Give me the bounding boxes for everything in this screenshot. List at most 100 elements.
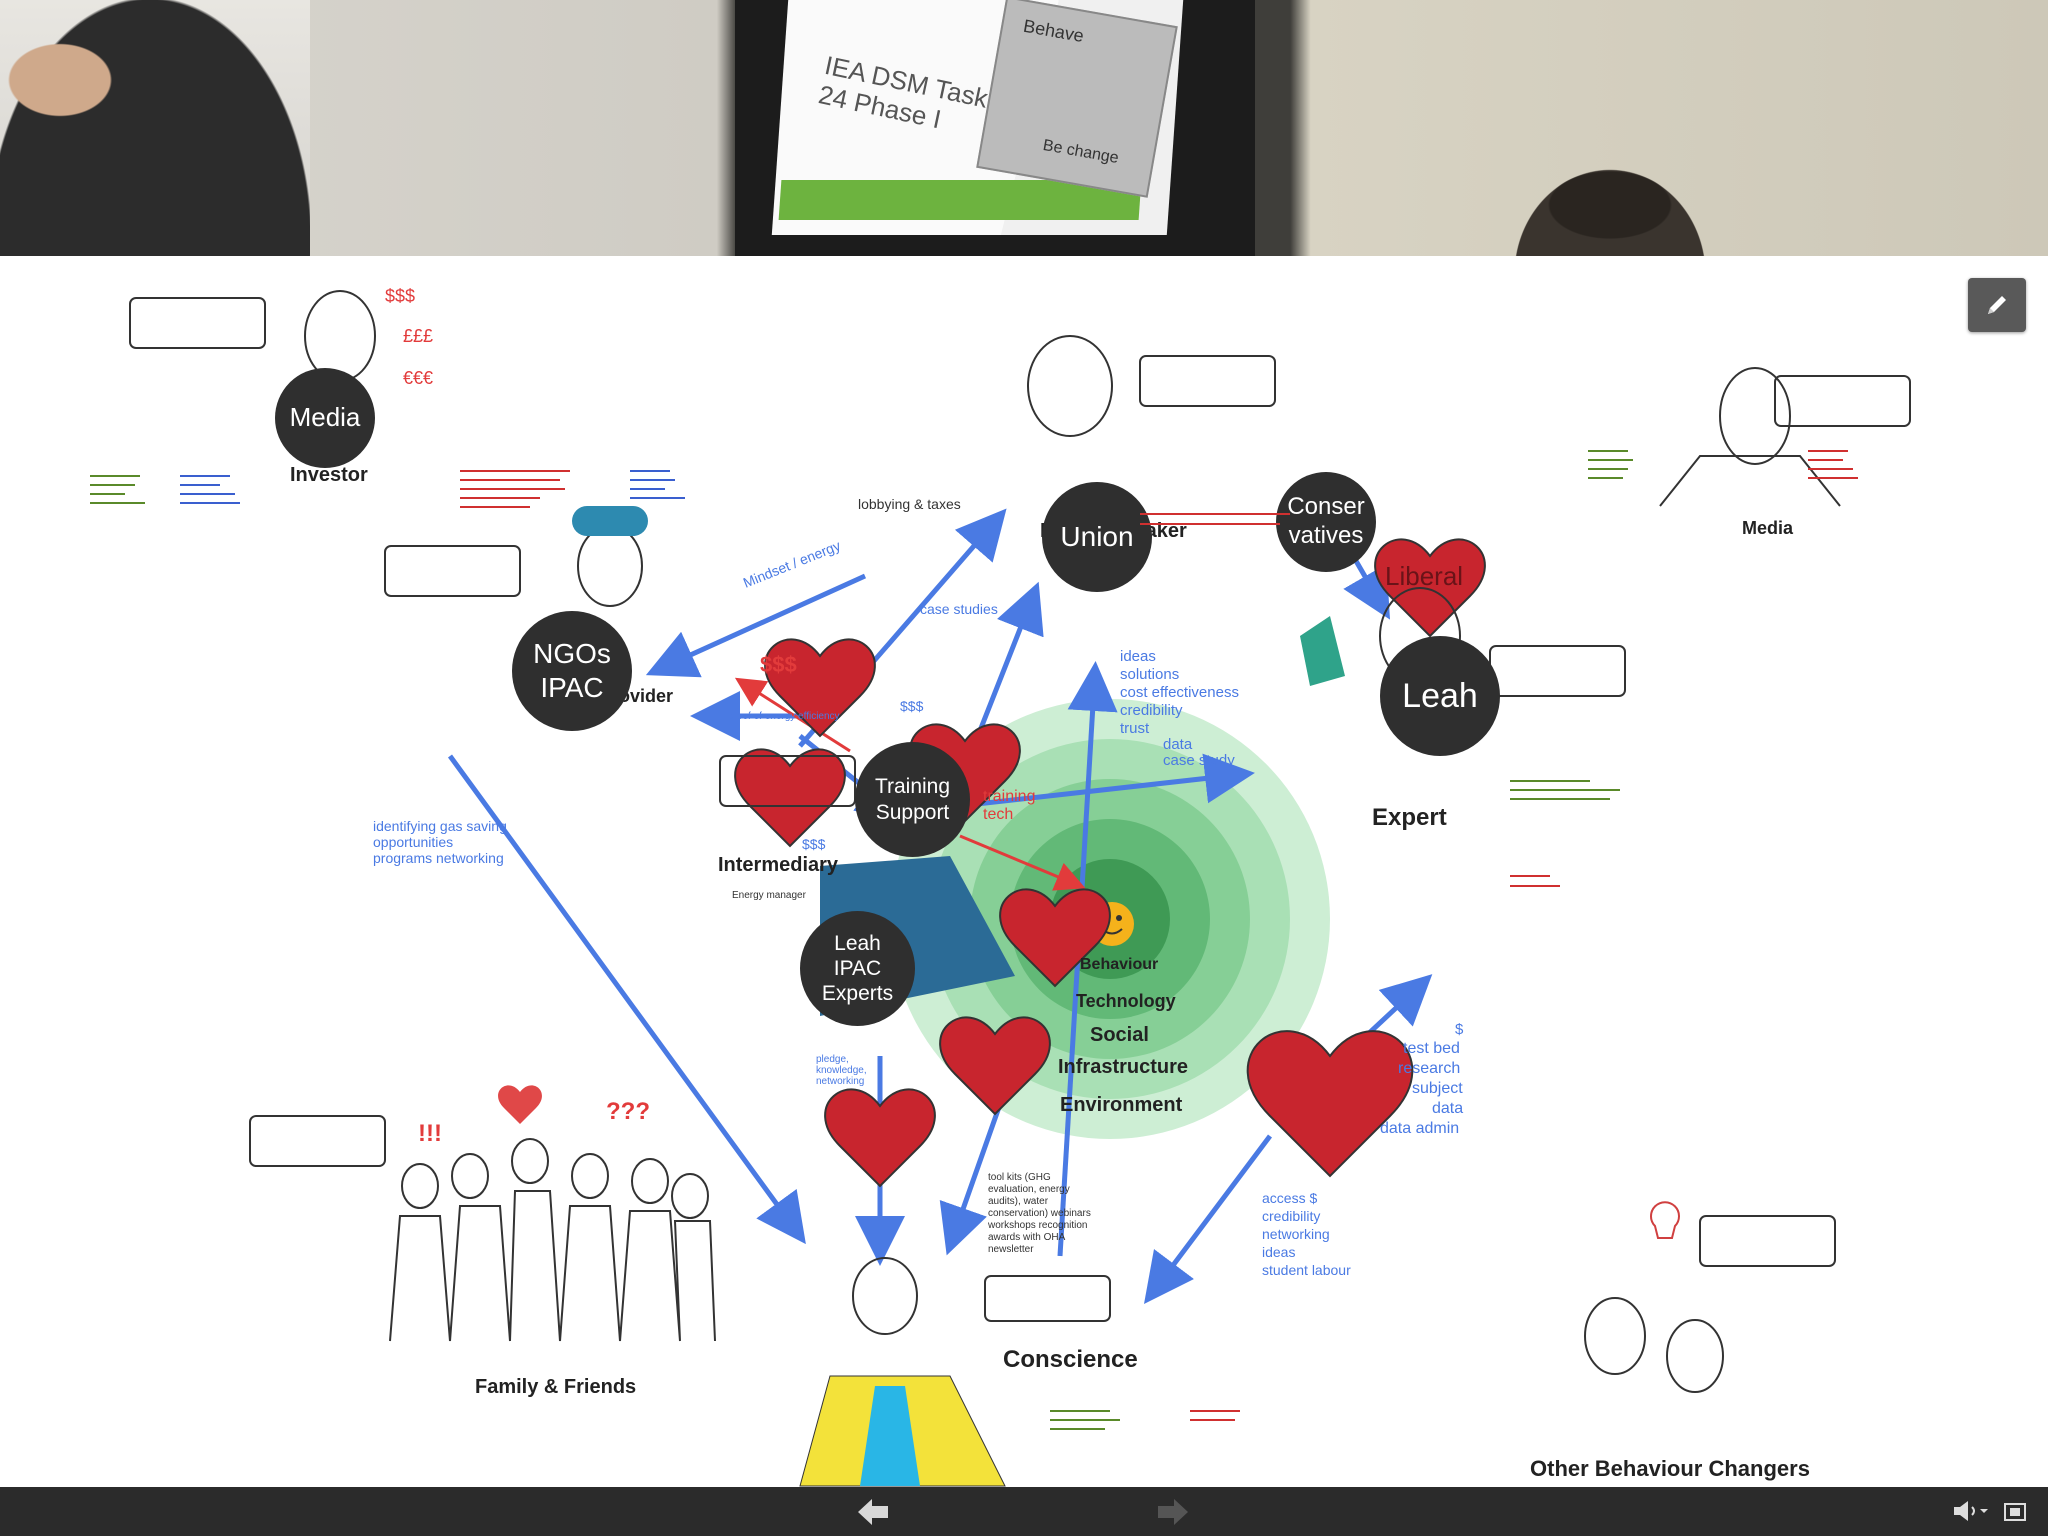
notes-box xyxy=(1699,1215,1836,1267)
slide-logo-text: Behave xyxy=(1021,15,1086,47)
volume-button[interactable] xyxy=(1952,1499,1988,1528)
role-intermediary: Intermediary xyxy=(718,854,839,876)
behaviour-changer-sketch-2 xyxy=(1666,1319,1724,1393)
presenter-video xyxy=(0,0,310,256)
pledge-label: pledge, knowledge, networking xyxy=(816,1054,867,1087)
data2-label: data xyxy=(1432,1100,1464,1117)
edit-button[interactable] xyxy=(1968,278,2026,332)
research-label: research xyxy=(1398,1060,1461,1077)
role-media-right: Media xyxy=(1742,518,1794,538)
test-bed-label: test bed xyxy=(1403,1040,1460,1057)
layer-behaviour: Behaviour xyxy=(1080,956,1159,973)
notes-expert xyxy=(1430,776,1710,899)
video-feed: IEA DSM Task 24 Phase I Behave Be change xyxy=(0,0,2048,256)
notes-box xyxy=(719,755,856,807)
small-heart-icon xyxy=(498,1085,542,1124)
solutions-label: solutions xyxy=(1120,666,1180,683)
euros-label: €€€ xyxy=(403,368,434,388)
notes-provider xyxy=(460,466,700,549)
playback-bar xyxy=(0,1487,2048,1536)
bomb-leah[interactable]: Leah xyxy=(1380,636,1500,756)
bomb-ngos-ipac[interactable]: NGOs IPAC xyxy=(512,611,632,731)
bulb-icon xyxy=(1650,1201,1680,1239)
layer-social: Social xyxy=(1090,1024,1149,1046)
training-tech-label: training tech xyxy=(983,788,1036,823)
pencil-icon xyxy=(1988,296,2006,314)
heart-icon xyxy=(824,1088,936,1188)
role-other-changers: Other Behaviour Changers xyxy=(1530,1456,1810,1481)
networking-label: networking xyxy=(1262,1226,1330,1242)
dollars-small-label: $$$ xyxy=(900,698,924,714)
credibility2-label: credibility xyxy=(1262,1208,1321,1224)
notes-box xyxy=(1774,375,1911,427)
case-study-label: case study xyxy=(1163,752,1235,769)
heart-label-liberal: Liberal xyxy=(1385,561,1464,591)
arrow-left-icon xyxy=(858,1499,888,1525)
reporter-jacket xyxy=(1659,455,1841,507)
heart-icon xyxy=(999,888,1111,988)
family-crowd-sketch xyxy=(389,1138,716,1342)
tool-kits-label: tool kits (GHG evaluation, energy audits… xyxy=(988,1172,1091,1255)
trust-label: trust xyxy=(1120,720,1150,737)
arrow-tech xyxy=(959,834,1086,891)
notes-media xyxy=(1588,446,1888,529)
role-expert: Expert xyxy=(1372,804,1447,831)
heart-icon xyxy=(764,638,876,738)
arrow-identifying xyxy=(447,754,806,1245)
bomb-training-support[interactable]: Training Support xyxy=(855,742,970,857)
heart-icon xyxy=(734,748,846,848)
notes-box xyxy=(384,545,521,597)
heart-icon xyxy=(939,1016,1051,1116)
behaviour-changer-sketch-1 xyxy=(1584,1297,1646,1375)
question-label: ??? xyxy=(606,1098,650,1125)
notes-investor xyxy=(90,471,270,534)
data-label: data xyxy=(1163,736,1193,753)
layer-infrastructure: Infrastructure xyxy=(1058,1056,1189,1078)
notes-box xyxy=(249,1115,386,1167)
arrow-right-icon xyxy=(1158,1499,1188,1525)
exclaim-label: !!! xyxy=(418,1120,442,1147)
bomb-conservatives[interactable]: Conser vatives xyxy=(1276,472,1376,572)
arrow-access xyxy=(1144,1134,1272,1304)
audience-head xyxy=(1510,165,1710,256)
role-energy-manager: Energy manager xyxy=(732,890,806,901)
layer-environment: Environment xyxy=(1060,1094,1183,1116)
notes-decision-maker xyxy=(1130,364,1330,537)
notes-box xyxy=(1489,645,1626,697)
fullscreen-button[interactable] xyxy=(2002,1501,2028,1528)
conscience-sketch xyxy=(852,1257,918,1335)
slide-image: Behave Be change xyxy=(976,0,1178,198)
ideas-label: ideas xyxy=(1120,648,1156,665)
case-studies-label: case studies xyxy=(920,601,998,617)
fullscreen-icon xyxy=(2004,1503,2026,1521)
next-slide-button[interactable] xyxy=(1156,1499,1188,1530)
identifying-label: identifying gas saving opportunities pro… xyxy=(373,818,507,866)
notes-conscience xyxy=(1050,1406,1250,1487)
subject-label: subject xyxy=(1412,1080,1463,1097)
ideas2-label: ideas xyxy=(1262,1244,1296,1260)
bomb-media[interactable]: Media xyxy=(275,368,375,468)
lobbying-label: lobbying & taxes xyxy=(858,496,961,512)
notes-box xyxy=(984,1275,1111,1322)
dollar-right-label: $ xyxy=(1455,1021,1464,1038)
bomb-union[interactable]: Union xyxy=(1042,482,1152,592)
slide-logo-text-2: Be change xyxy=(1041,136,1120,168)
media-woman-sketch xyxy=(304,290,376,382)
dollars-red-label: $$$ xyxy=(760,652,797,677)
notes-box xyxy=(129,297,266,349)
student-labour-label: student labour xyxy=(1262,1262,1351,1278)
layer-technology: Technology xyxy=(1076,991,1176,1011)
prev-slide-button[interactable] xyxy=(858,1499,890,1530)
decision-maker-sketch xyxy=(1027,335,1113,437)
arrow-dollars xyxy=(734,677,851,753)
role-investor: Investor xyxy=(290,464,368,486)
heart-icon xyxy=(1246,1030,1414,1178)
whiteboard-canvas[interactable]: Investor Decision Maker Media Expert Int… xyxy=(0,256,2048,1487)
pounds-label: £££ xyxy=(403,326,434,346)
credibility-label: credibility xyxy=(1120,702,1183,719)
dollars-small-label-2: $$$ xyxy=(802,836,826,852)
role-conscience: Conscience xyxy=(1003,1346,1138,1373)
access-label: access $ xyxy=(1262,1190,1318,1206)
cost-effectiveness-label: cost effectiveness xyxy=(1120,684,1239,701)
bomb-leah-ipac-experts[interactable]: Leah IPAC Experts xyxy=(800,911,915,1026)
